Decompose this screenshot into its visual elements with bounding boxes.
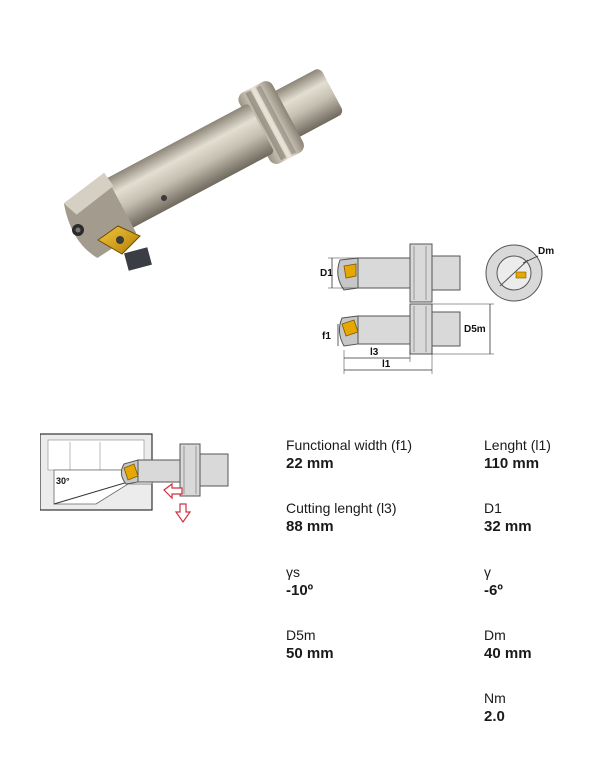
spec-value: 2.0: [484, 708, 505, 725]
spec-value: -10º: [286, 582, 314, 599]
product-photo: [63, 69, 343, 271]
spec-value: 110 mm: [484, 455, 540, 472]
feed-arrow-left-icon: [163, 482, 183, 500]
feed-arrow-down-icon: [174, 503, 192, 524]
label-d5m: D5m: [464, 324, 486, 335]
spec-length: Lenght (l1) 110 mm: [484, 436, 600, 474]
spec-label: γs: [286, 564, 300, 580]
setup-diagram: 30°: [40, 433, 229, 524]
spec-value: 40 mm: [484, 645, 532, 662]
label-d1: D1: [320, 268, 333, 279]
spec-d5m: D5m 50 mm: [286, 626, 446, 664]
spec-value: 32 mm: [484, 518, 532, 535]
spec-label: Functional width (f1): [286, 437, 413, 453]
spec-label: γ: [484, 564, 491, 580]
label-dm: Dm: [538, 246, 554, 257]
spec-dm: Dm 40 mm: [484, 626, 600, 664]
spec-label: D1: [484, 500, 502, 516]
spec-label: D5m: [286, 627, 316, 643]
label-angle: 30°: [56, 476, 70, 486]
spec-d1: D1 32 mm: [484, 499, 600, 537]
side-view-insert: [341, 319, 359, 337]
label-f1: f1: [322, 331, 331, 342]
spec-label: Dm: [484, 627, 506, 643]
spec-gamma: γ -6º: [484, 563, 600, 601]
spec-nm: Nm 2.0: [484, 689, 600, 727]
spec-value: 88 mm: [286, 518, 334, 535]
spec-value: -6º: [484, 582, 503, 599]
spec-cutting-length: Cutting lenght (l3) 88 mm: [286, 499, 446, 537]
top-view-insert: [343, 263, 357, 279]
spec-label: Nm: [484, 690, 506, 706]
setup-insert: [123, 463, 139, 481]
label-l1: l1: [382, 359, 391, 370]
spec-value: 50 mm: [286, 645, 334, 662]
label-l3: l3: [370, 347, 379, 358]
dimension-drawing: D1 Dm f1 D5m l3 l1: [320, 243, 554, 374]
spec-value: 22 mm: [286, 455, 334, 472]
spec-label: Cutting lenght (l3): [286, 500, 397, 516]
spec-label: Lenght (l1): [484, 437, 551, 453]
spec-gamma-s: γs -10º: [286, 563, 446, 601]
spec-functional-width: Functional width (f1) 22 mm: [286, 436, 446, 474]
